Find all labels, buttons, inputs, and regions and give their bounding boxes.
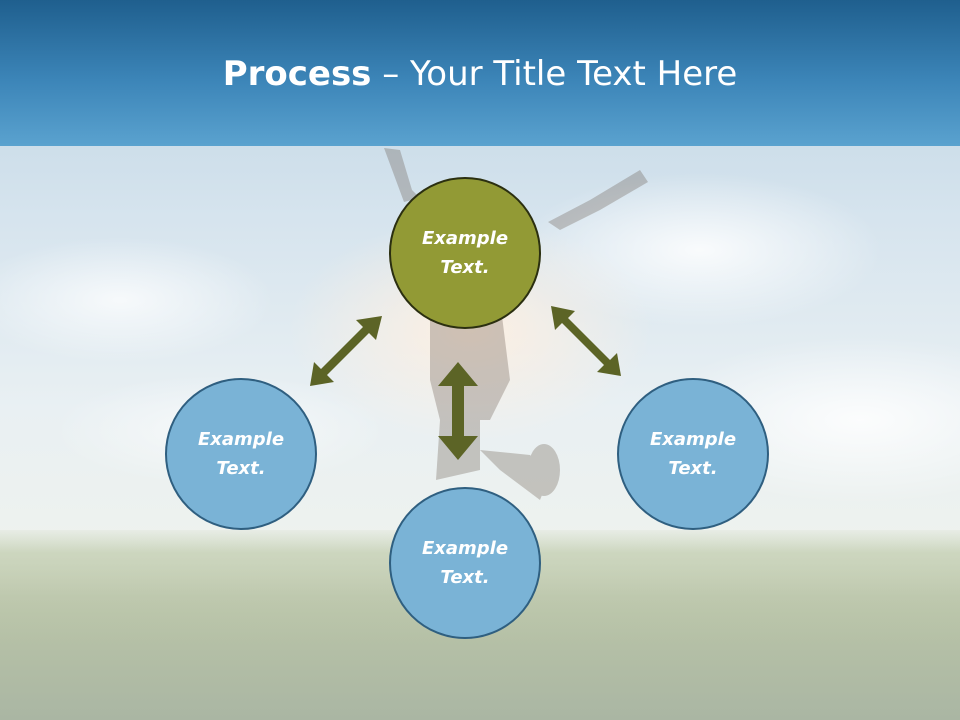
center-node: Example Text. [389,177,541,329]
bottom-node: Example Text. [389,487,541,639]
arrow-center-left [310,316,382,386]
left-node-label: Example Text. [197,429,285,479]
bottom-node-label: Example Text. [421,538,509,588]
left-node: Example Text. [165,378,317,530]
right-node-label: Example Text. [649,429,737,479]
arrow-center-right [551,306,621,376]
slide-title-rest: – Your Title Text Here [371,54,738,94]
right-node: Example Text. [617,378,769,530]
center-node-label: Example Text. [421,228,509,278]
slide-title-bold: Process [222,54,372,94]
slide-title: Process – Your Title Text Here [0,52,960,96]
title-bar: Process – Your Title Text Here [0,0,960,146]
arrow-center-bottom [438,362,478,460]
